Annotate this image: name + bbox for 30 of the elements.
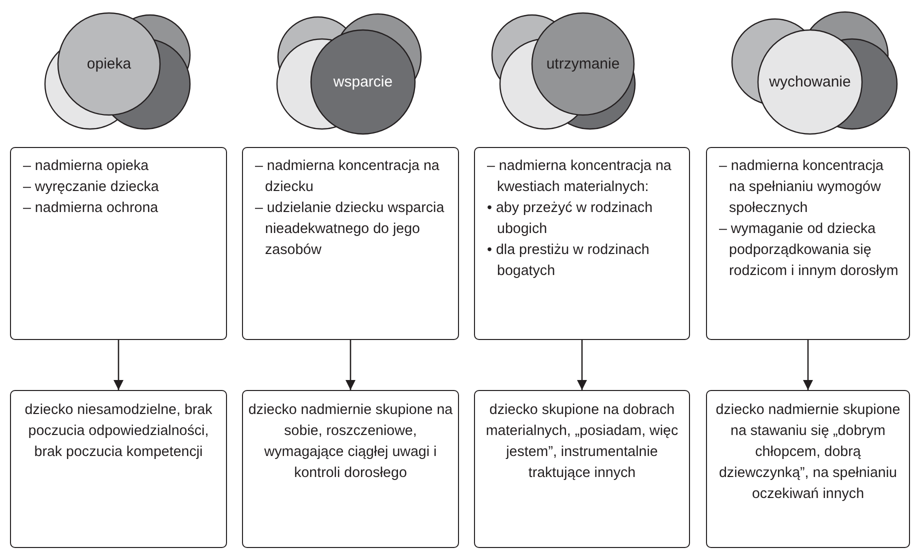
outcome-box (706, 390, 910, 548)
list-item: – wyręczanie dziecka (23, 178, 160, 197)
outcome-box (474, 390, 690, 548)
description-box (242, 147, 459, 340)
arrow (114, 340, 124, 390)
outcome-text: dziecko nadmiernie skupione na sobie, roszczeniowe, wymagające ciągłej uwagi i kontroli dorosłego (247, 401, 454, 483)
list-item: – nadmierna ochrona (23, 199, 160, 218)
outcome-text: dziecko niesamodzielne, brak poczucia odpowiedzialności, brak poczucia kompetencji (24, 401, 214, 462)
list-item: • aby przeżyć w rodzinach ubogich (487, 199, 654, 239)
circle-label: opieka (86, 56, 132, 72)
list-item: – wymaganie od dziecka podporządkowania się rodzicom i innym dorosłym (719, 220, 900, 281)
arrow (803, 340, 813, 390)
list-item: – nadmierna opieka (23, 157, 150, 176)
circle-label: wsparcie (333, 74, 393, 90)
list-item: – nadmierna koncentracja na dziecku (255, 157, 440, 197)
list-item: – nadmierna koncentracja na spełnianiu wymogów społecznych (719, 157, 885, 218)
description-box (706, 147, 910, 340)
circle-label: wychowanie (769, 74, 851, 90)
list-item: • dla prestiżu w rodzinach bogatych (487, 241, 650, 281)
outcome-text: dziecko nadmiernie skupione na stawaniu się „dobrym chłopcem, dobrą dziewczynką”, na spełnianiu oczekiwań innych (714, 401, 902, 504)
circle-label: utrzymanie (546, 56, 620, 72)
outcome-box (10, 390, 227, 548)
outcome-box (242, 390, 459, 548)
description-box (10, 147, 227, 340)
arrow (346, 340, 356, 390)
list-item: – udzielanie dziecku wsparcia nieadekwatnego do jego zasobów (255, 199, 446, 260)
description-box (474, 147, 690, 340)
outcome-text: dziecko skupione na dobrach materialnych, „posiadam, więc jestem”, instrumentalnie traktujące innych (484, 401, 680, 483)
arrow (577, 340, 587, 390)
list-item: – nadmierna koncentracja na kwestiach materialnych: (487, 157, 672, 197)
